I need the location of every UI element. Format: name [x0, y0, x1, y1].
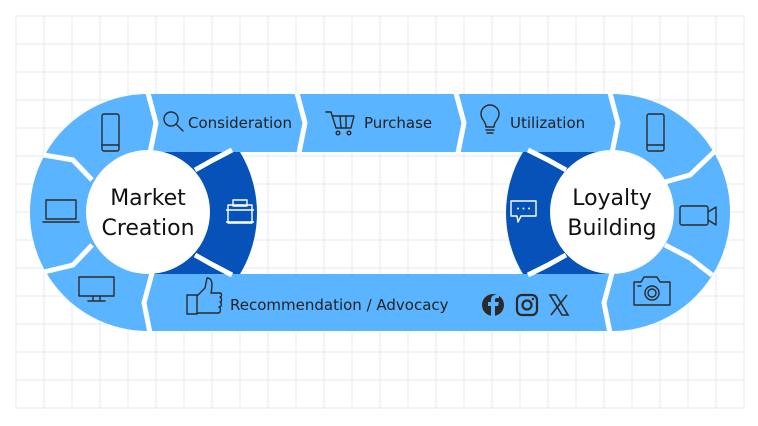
- stage-utilization-label: Utilization: [510, 114, 585, 132]
- stage-purchase: Purchase: [325, 111, 432, 136]
- stage-recommendation: Recommendation / Advocacy: [186, 277, 570, 317]
- store-icon: [226, 199, 254, 224]
- x-icon: [548, 294, 570, 316]
- market-creation-hub: [86, 150, 210, 274]
- instagram-icon: [515, 293, 539, 317]
- stage-utilization: Utilization: [480, 104, 585, 134]
- stage-consideration: Consideration: [163, 111, 292, 132]
- lightbulb-icon: [480, 104, 500, 134]
- loyalty-building-hub: [550, 150, 674, 274]
- laptop-icon: [42, 199, 80, 223]
- smartphone-icon: [101, 113, 120, 152]
- hub-right-line1: Loyalty: [572, 186, 652, 211]
- video-camera-icon: [679, 205, 717, 226]
- hub-left-line1: Market: [110, 186, 186, 211]
- smartphone-icon: [646, 113, 665, 152]
- stage-recommendation-label: Recommendation / Advocacy: [230, 296, 449, 314]
- hub-right-line2: Building: [567, 216, 656, 241]
- chat-bubble-icon: [510, 200, 537, 223]
- thumbs-up-icon: [186, 277, 223, 315]
- shopping-cart-icon: [325, 111, 355, 136]
- facebook-icon: [482, 294, 504, 316]
- magnifier-icon: [163, 111, 184, 132]
- stage-purchase-label: Purchase: [364, 114, 432, 132]
- stage-consideration-label: Consideration: [188, 114, 292, 132]
- camera-icon: [633, 276, 671, 306]
- monitor-icon: [78, 276, 115, 302]
- hub-left-line2: Creation: [101, 216, 194, 241]
